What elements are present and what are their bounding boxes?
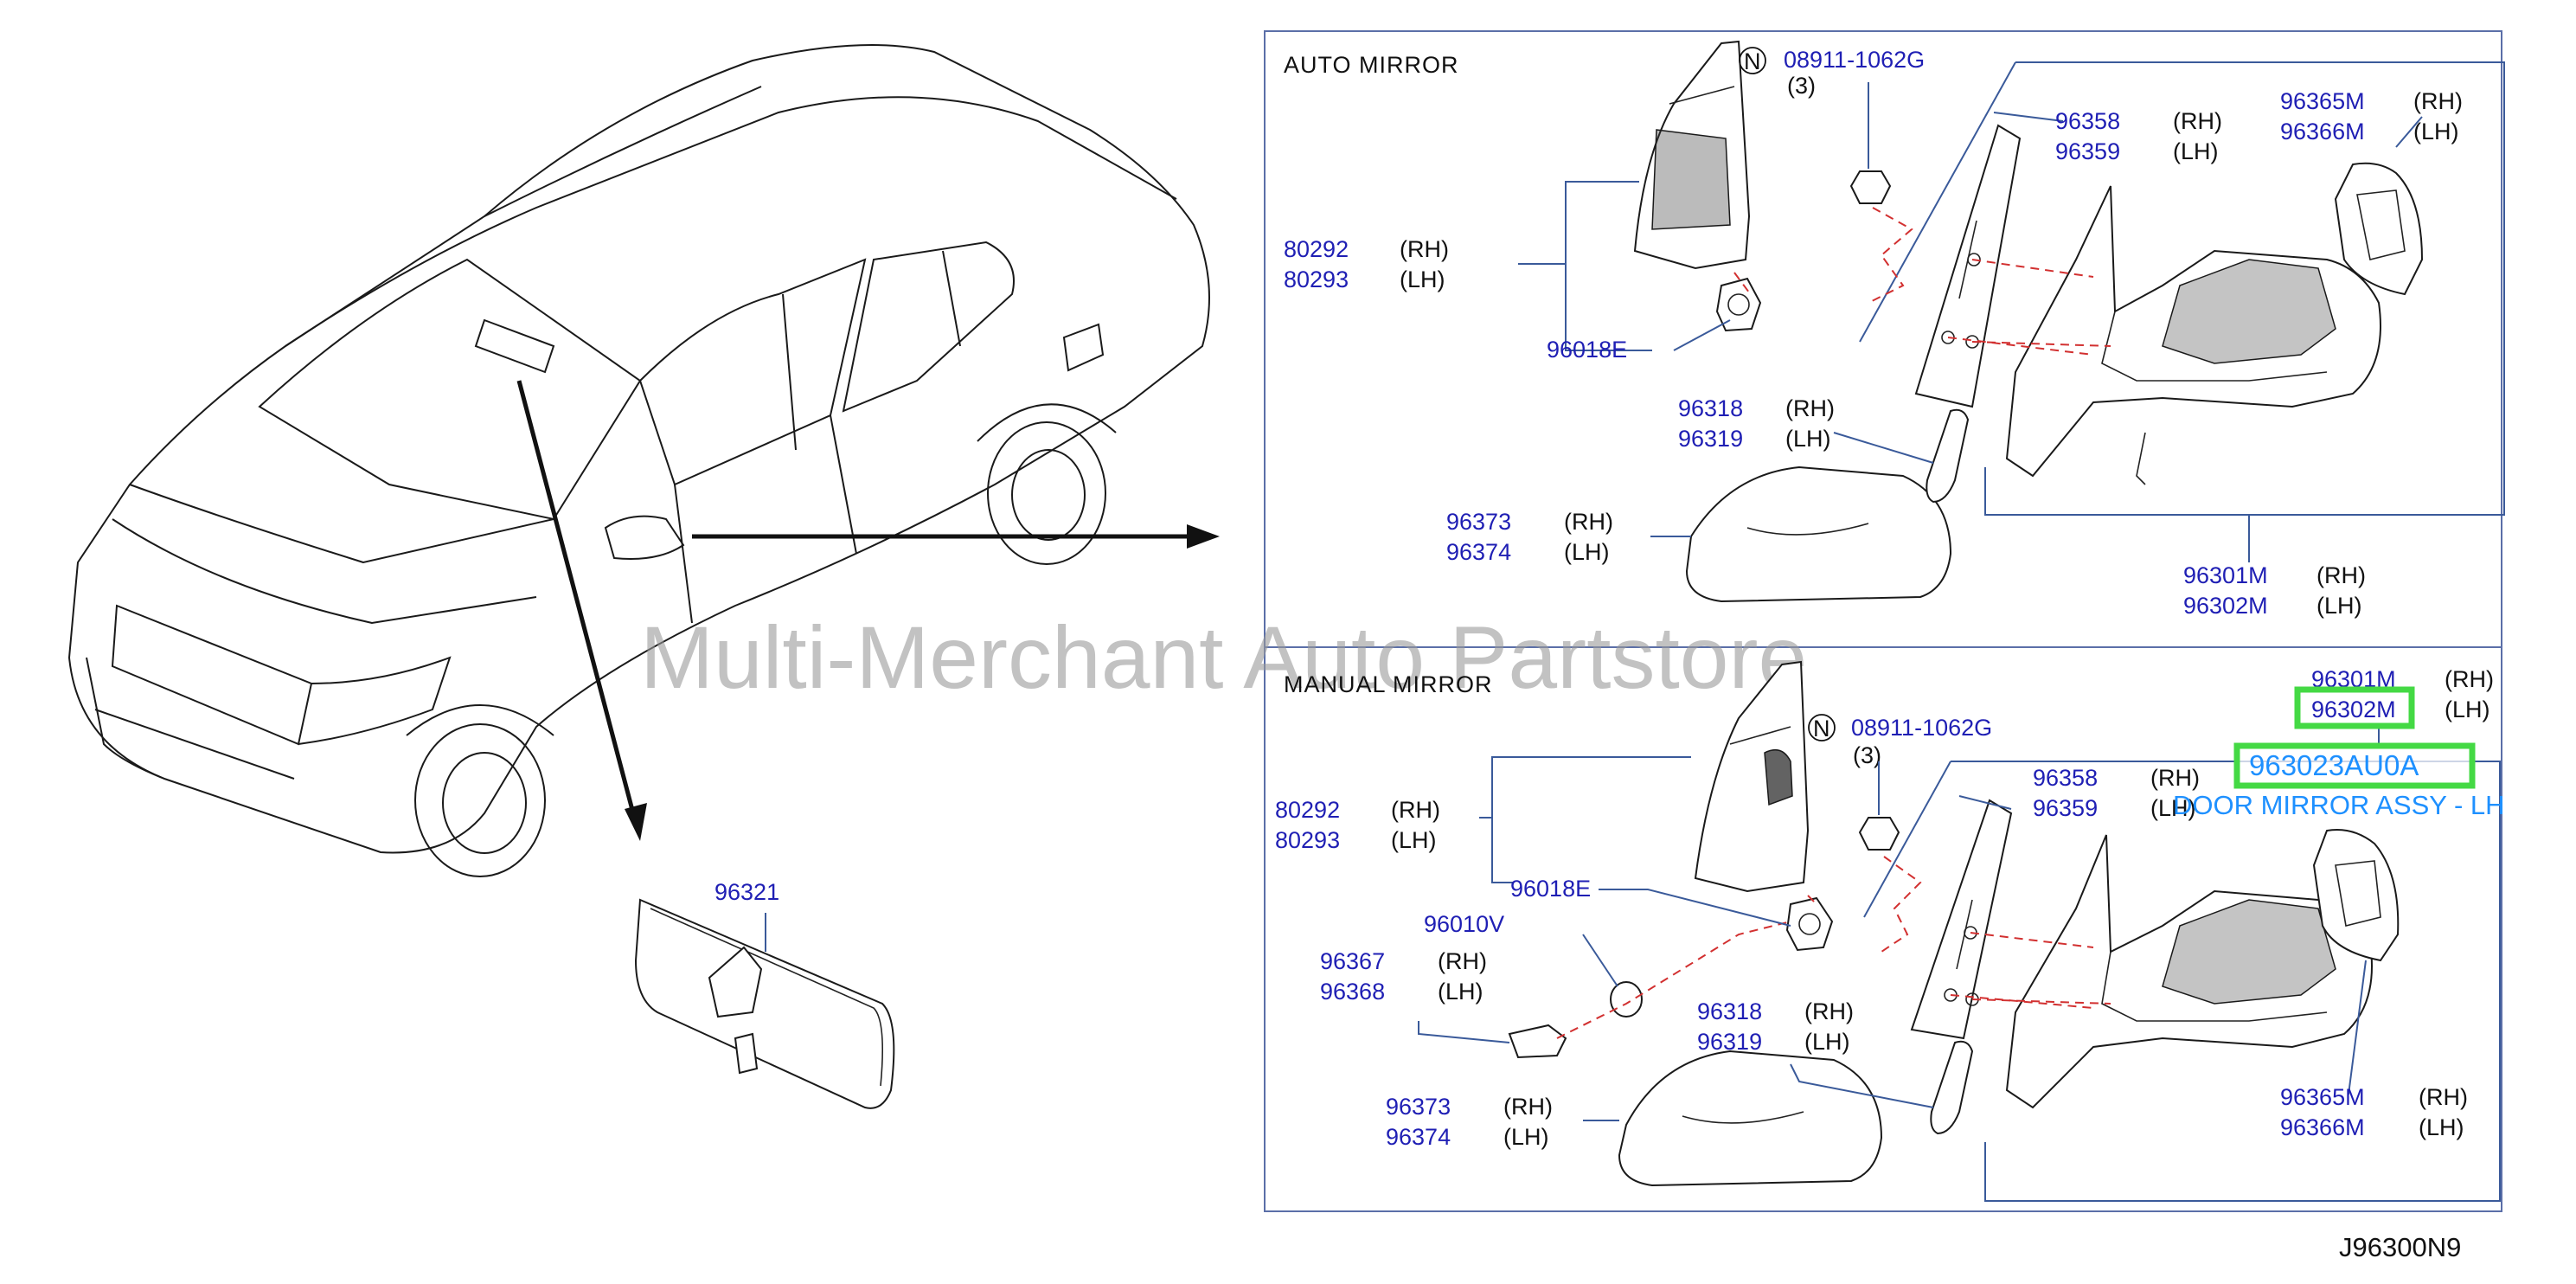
part-number-96302M[interactable]: 96302M [2183, 593, 2268, 619]
highlight-box-part-number [2233, 742, 2476, 789]
rh-tag: (RH) [2413, 88, 2463, 114]
rh-tag: (RH) [1391, 797, 1440, 823]
lh-tag: (LH) [1804, 1029, 1850, 1055]
lh-tag: (LH) [1400, 266, 1445, 292]
watermark: Multi-Merchant Auto Partstore [640, 608, 1807, 707]
auto-mirror-title: AUTO MIRROR [1284, 52, 1459, 78]
part-number-96374[interactable]: 96374 [1446, 539, 1511, 565]
part-number-96319[interactable]: 96319 [1697, 1029, 1762, 1055]
rh-tag: (RH) [1564, 509, 1613, 535]
n-symbol: N [1813, 716, 1830, 742]
lh-tag: (LH) [1503, 1124, 1549, 1150]
lh-tag: (LH) [1438, 979, 1483, 1005]
lh-tag: (LH) [1785, 426, 1831, 452]
part-number-96365M[interactable]: 96365M [2280, 1084, 2365, 1110]
part-number-80293[interactable]: 80293 [1284, 266, 1349, 292]
part-number-96359[interactable]: 96359 [2033, 795, 2098, 821]
rh-tag: (RH) [2150, 765, 2200, 791]
bolt-qty: (3) [1787, 73, 1816, 99]
part-number-96018E[interactable]: 96018E [1510, 876, 1591, 902]
car-illustration [67, 44, 1220, 877]
diagram-code: J96300N9 [2339, 1232, 2461, 1262]
highlight-overlay: 963023AU0A DOOR MIRROR ASSY - LH [2173, 686, 2505, 820]
rh-tag: (RH) [2173, 108, 2222, 134]
highlight-box-96302M [2294, 686, 2415, 729]
part-number-80292[interactable]: 80292 [1284, 236, 1349, 262]
rh-tag: (RH) [2316, 562, 2366, 588]
lh-tag: (LH) [2173, 138, 2219, 164]
lh-tag: (LH) [1391, 827, 1437, 853]
rh-tag: (RH) [1503, 1094, 1553, 1120]
lh-tag: (LH) [1564, 539, 1610, 565]
lh-tag: (LH) [2419, 1114, 2464, 1140]
part-number-96302M[interactable]: 96302M [2311, 697, 2396, 722]
part-number-96358[interactable]: 96358 [2055, 108, 2120, 134]
part-number-96367[interactable]: 96367 [1320, 948, 1385, 974]
part-number-96010V[interactable]: 96010V [1424, 911, 1504, 937]
lh-tag: (LH) [2150, 795, 2196, 821]
part-number-96359[interactable]: 96359 [2055, 138, 2120, 164]
part-number-80293[interactable]: 80293 [1275, 827, 1340, 853]
manual-mirror-section: MANUAL MIRROR N 08911-1062G (3) [1275, 660, 2501, 1202]
part-number-96373[interactable]: 96373 [1446, 509, 1511, 535]
part-number-96366M[interactable]: 96366M [2280, 119, 2365, 144]
part-number-96366M[interactable]: 96366M [2280, 1114, 2365, 1140]
part-number-80292[interactable]: 80292 [1275, 797, 1340, 823]
part-number-96318[interactable]: 96318 [1678, 395, 1743, 421]
manual-mirror-panel [1264, 646, 2502, 1212]
part-number-96368[interactable]: 96368 [1320, 979, 1385, 1005]
rh-tag: (RH) [2419, 1084, 2468, 1110]
part-number-96374[interactable]: 96374 [1386, 1124, 1451, 1150]
lh-tag: (LH) [2445, 697, 2490, 722]
part-number-96018E[interactable]: 96018E [1547, 337, 1627, 363]
highlighted-part-description: DOOR MIRROR ASSY - LH [2173, 790, 2505, 820]
rh-tag: (RH) [1804, 998, 1854, 1024]
part-number-96358[interactable]: 96358 [2033, 765, 2098, 791]
rh-tag: (RH) [1400, 236, 1449, 262]
part-number-96319[interactable]: 96319 [1678, 426, 1743, 452]
lh-tag: (LH) [2413, 119, 2459, 144]
part-number-96373[interactable]: 96373 [1386, 1094, 1451, 1120]
lh-tag: (LH) [2316, 593, 2362, 619]
rh-tag: (RH) [1785, 395, 1835, 421]
part-number-96301M[interactable]: 96301M [2183, 562, 2268, 588]
part-number-96318[interactable]: 96318 [1697, 998, 1762, 1024]
rh-tag: (RH) [2445, 666, 2494, 692]
part-number-96365M[interactable]: 96365M [2280, 88, 2365, 114]
n-symbol: N [1744, 48, 1761, 74]
bolt-qty: (3) [1853, 742, 1881, 768]
highlighted-part-number[interactable]: 963023AU0A [2249, 749, 2419, 781]
part-number-96321[interactable]: 96321 [714, 879, 779, 905]
part-number-08911-1062G[interactable]: 08911-1062G [1851, 715, 1992, 741]
manual-mirror-title: MANUAL MIRROR [1284, 671, 1493, 697]
auto-mirror-section: AUTO MIRROR N 08911-1062G (3) [1284, 40, 2505, 619]
part-number-08911-1062G[interactable]: 08911-1062G [1784, 47, 1925, 73]
rh-tag: (RH) [1438, 948, 1487, 974]
inside-mirror-drawing: 96321 [634, 879, 895, 1109]
